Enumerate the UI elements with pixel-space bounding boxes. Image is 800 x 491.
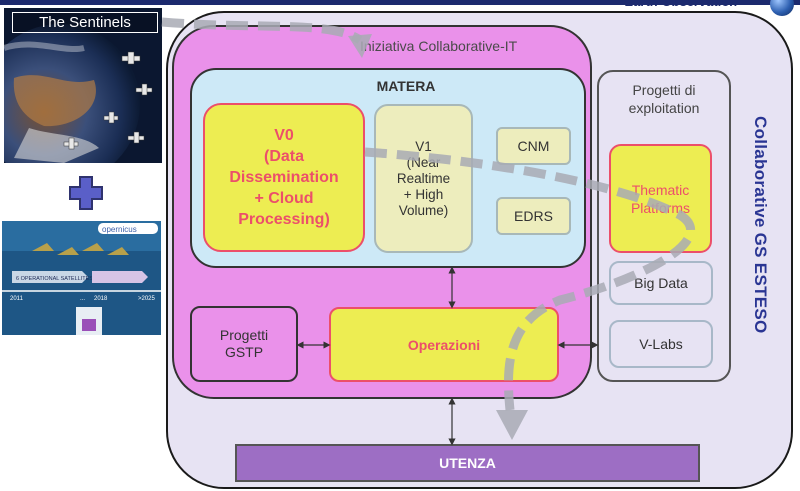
globe-icon [770,0,794,16]
edrs-box: EDRS [496,197,571,235]
collaborative-gs-esteso-label: Collaborative GS ESTESO [751,116,770,334]
timeline-year-2025: >2025 [138,296,156,302]
copernicus-image: opernicus 6 OPERATIONAL SATELLITES 2011 … [2,221,161,335]
copernicus-logo-text: opernicus [102,225,137,234]
timeline-banner: 6 OPERATIONAL SATELLITES [16,276,93,282]
timeline-year-ellipsis: ... [80,296,85,302]
progetti-gstp-label: Progetti GSTP [219,327,269,360]
earth-observation-label: Earth Observation [625,0,738,9]
v0-label: V0 (Data Dissemination + Cloud Processin… [229,127,339,228]
progetti-exploitation-title: Progetti di exploitation [628,82,700,116]
v1-box: V1 (Near Realtime + High Volume) [374,104,473,253]
cnm-box: CNM [496,127,571,165]
v1-label: V1 (Near Realtime + High Volume) [396,138,451,218]
sentinels-title: The Sentinels [12,12,158,33]
iniziativa-collaborative-it-title: Iniziativa Collaborative-IT [360,38,518,54]
operazioni-label: Operazioni [407,336,481,353]
timeline-year-2011: 2011 [10,296,24,302]
sentinels-illustration [4,8,162,163]
header-strip [0,0,800,5]
plus-icon [69,176,103,210]
v-labs-box: V-Labs [609,320,713,368]
thematic-platforms-label: Thematic Platforms [630,181,691,216]
flow-arrowhead-bottom [496,410,528,440]
flow-arrowhead-top [348,34,372,58]
matera-title: MATERA [376,78,436,94]
copernicus-timeline-graphic: opernicus 6 OPERATIONAL SATELLITES 2011 … [2,221,161,335]
flow-arrow-main [364,147,696,411]
timeline-year-2018: 2018 [94,296,108,302]
utenza-box: UTENZA [235,444,700,482]
flow-arrow-top [161,17,363,44]
v0-box: V0 (Data Dissemination + Cloud Processin… [203,103,365,252]
sentinels-image [4,8,162,163]
